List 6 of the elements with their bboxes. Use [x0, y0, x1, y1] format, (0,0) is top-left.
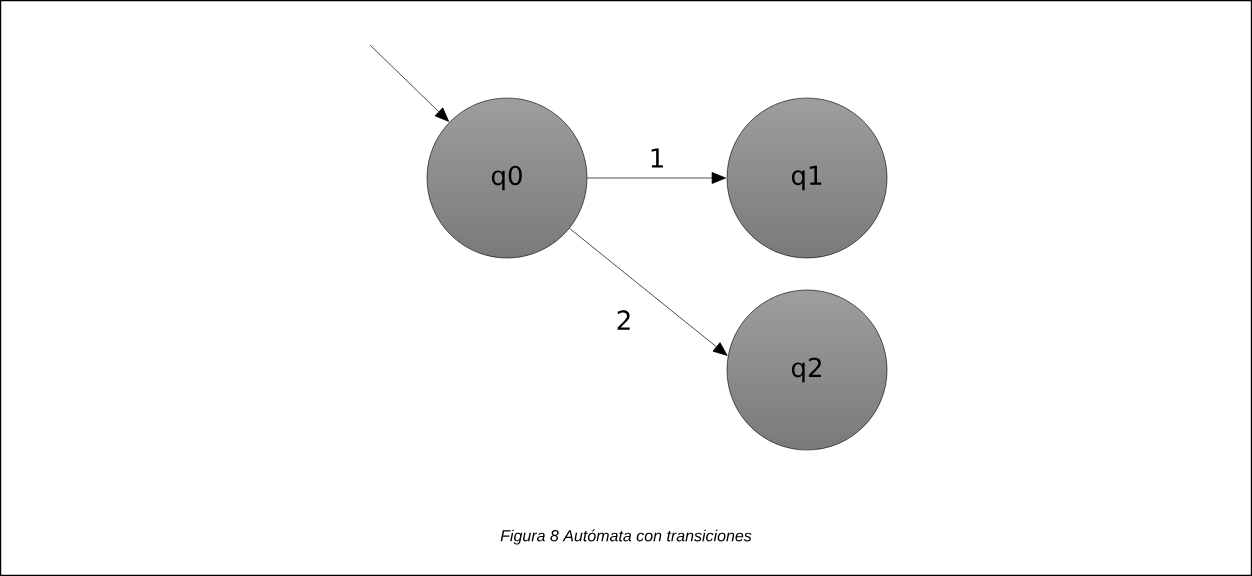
arrow [369, 44, 450, 122]
arrow [586, 172, 727, 184]
arrow [569, 228, 728, 356]
caption: Figura 8 Autómata con transiciones [500, 529, 752, 545]
edge-label: 2 [614, 309, 634, 331]
edge-label: 1 [647, 147, 667, 169]
